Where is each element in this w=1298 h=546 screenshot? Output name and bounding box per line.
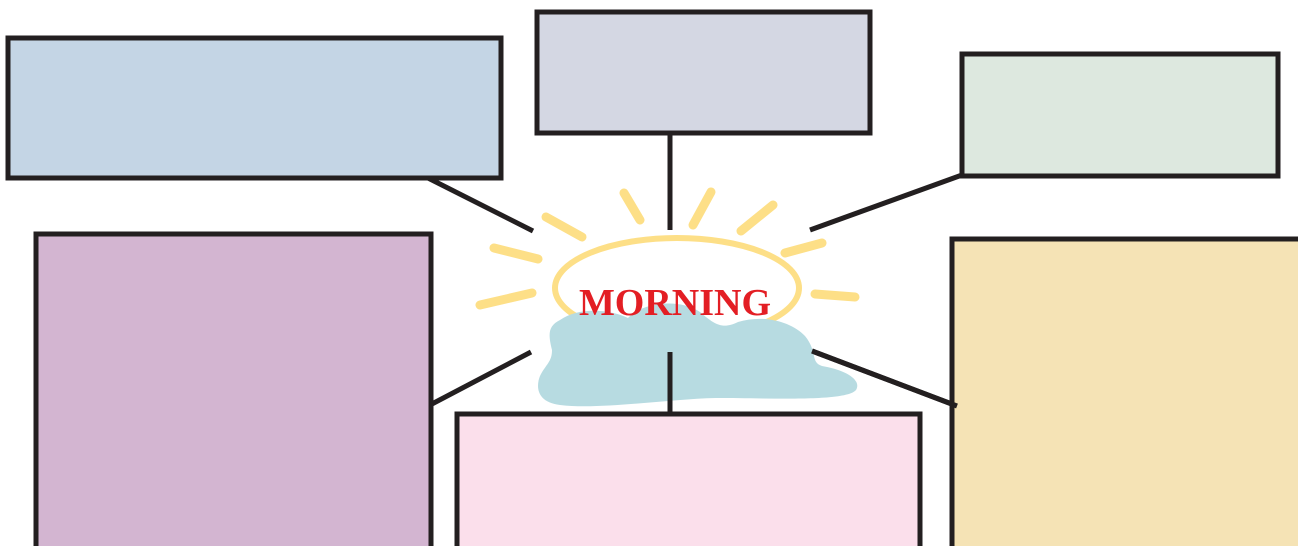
box-mid-left[interactable] xyxy=(36,234,431,546)
connector-top-right xyxy=(810,175,962,230)
box-mid-right[interactable] xyxy=(952,239,1298,546)
sun-ray xyxy=(546,217,582,237)
sun-ray xyxy=(480,293,532,305)
box-top-left[interactable] xyxy=(8,38,501,178)
sun-ray xyxy=(741,205,773,231)
center-label: MORNING xyxy=(579,282,771,324)
connector-mid-left xyxy=(430,352,531,405)
sun-ray xyxy=(785,243,822,253)
box-top-right[interactable] xyxy=(962,54,1278,176)
sun-ray xyxy=(815,294,855,297)
connector-top-left xyxy=(428,178,533,231)
box-top-center[interactable] xyxy=(537,12,870,133)
sun-ray xyxy=(494,248,538,259)
box-bottom-center[interactable] xyxy=(457,414,920,546)
boxes xyxy=(8,12,1298,546)
sun-ray xyxy=(693,192,711,225)
sun-ray xyxy=(624,193,640,220)
